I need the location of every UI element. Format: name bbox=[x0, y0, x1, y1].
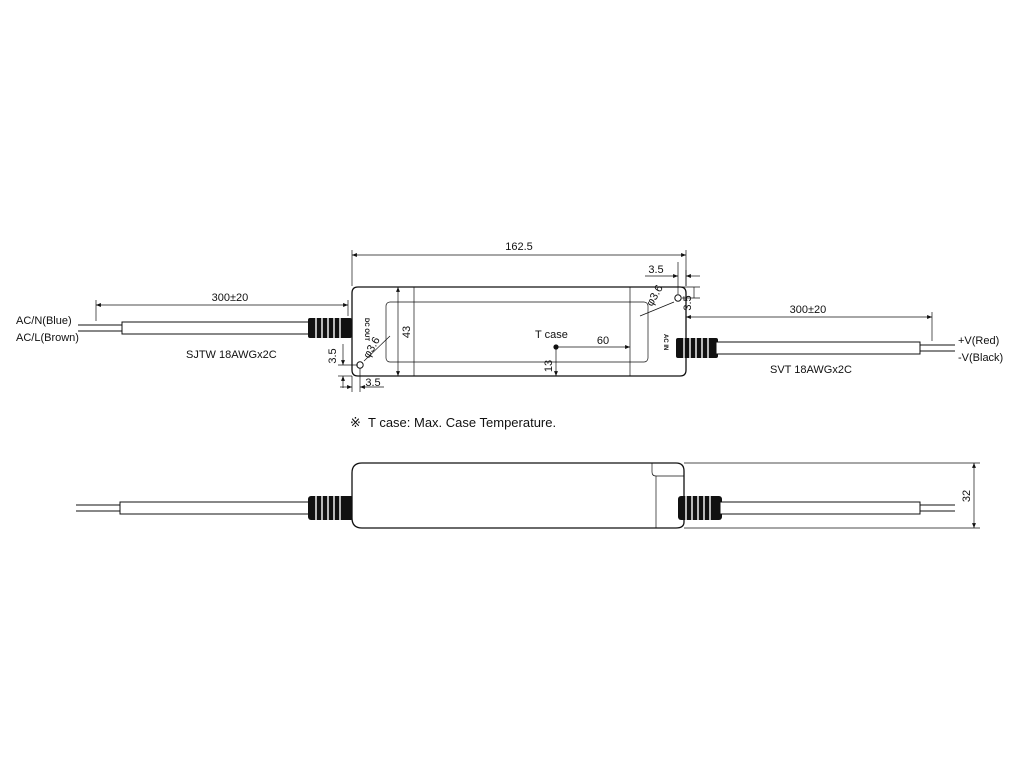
dim-width: 43 bbox=[401, 326, 413, 338]
label-input-brown: AC/L(Brown) bbox=[16, 332, 79, 344]
mounting-hole-icon bbox=[674, 294, 682, 302]
dim-tcase-x: 60 bbox=[597, 335, 609, 347]
note: ※ T case: Max. Case Temperature. bbox=[350, 415, 556, 430]
label-output-cable: SVT 18AWGx2C bbox=[770, 364, 852, 376]
case-body-side bbox=[351, 462, 685, 529]
label-input-blue: AC/N(Blue) bbox=[16, 315, 72, 327]
tcase-label: T case bbox=[535, 329, 568, 341]
note-text: T case: Max. Case Temperature. bbox=[368, 415, 556, 430]
case-body-top bbox=[351, 286, 687, 377]
dim-offset-bottom-v: 3.5 bbox=[327, 348, 339, 363]
output-wires bbox=[715, 341, 955, 355]
label-input-cable: SJTW 18AWGx2C bbox=[186, 349, 277, 361]
cable-strain-relief-icon bbox=[676, 338, 718, 358]
input-wires bbox=[78, 321, 311, 335]
cable-strain-relief-icon bbox=[678, 496, 722, 520]
dim-length-total: 162.5 bbox=[505, 241, 533, 253]
dim-output-wire-length: 300±20 bbox=[790, 304, 827, 316]
label-output-black: -V(Black) bbox=[958, 352, 1003, 364]
ac-in-mark: AC IN bbox=[662, 334, 668, 350]
top-view: DC OUT AC IN 162.5 300±20 3 bbox=[16, 241, 1003, 392]
cable-strain-relief-icon bbox=[308, 496, 354, 520]
note-symbol: ※ bbox=[350, 415, 361, 430]
dim-tcase-y: 13 bbox=[543, 360, 555, 372]
dim-input-wire-length: 300±20 bbox=[212, 292, 249, 304]
dim-offset-top-h: 3.5 bbox=[648, 264, 663, 276]
dim-offset-bottom-h: 3.5 bbox=[365, 377, 380, 389]
side-view: 32 bbox=[76, 462, 980, 529]
label-output-red: +V(Red) bbox=[958, 335, 999, 347]
cable-strain-relief-icon bbox=[308, 318, 352, 338]
dc-out-mark: DC OUT bbox=[363, 318, 369, 341]
dim-offset-top-v: 3.5 bbox=[682, 295, 694, 310]
dim-height: 32 bbox=[961, 490, 973, 502]
